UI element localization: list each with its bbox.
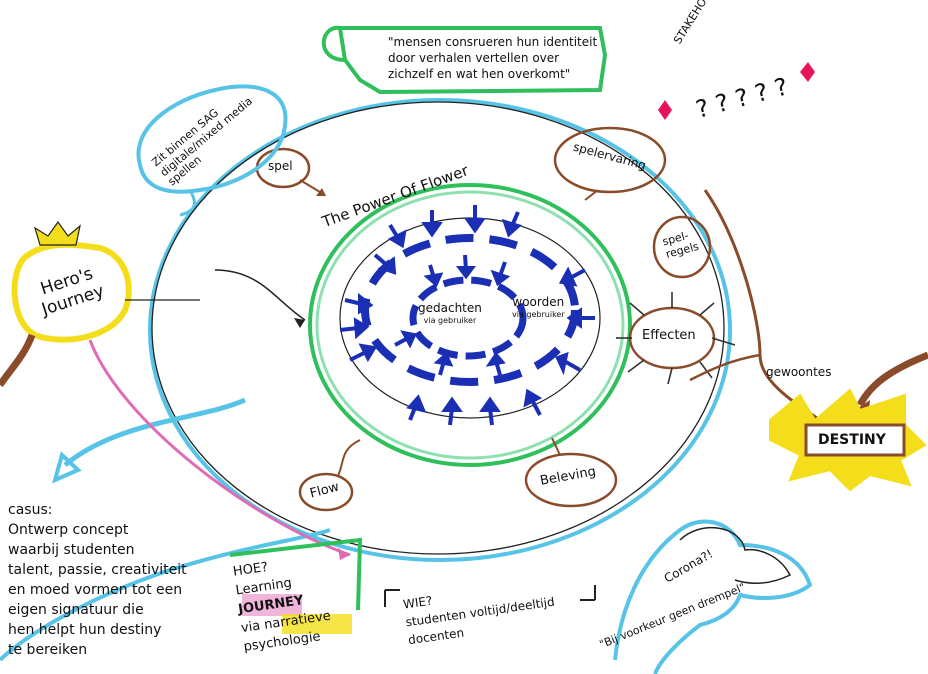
casus-line-5: eigen signatuur die <box>8 602 144 618</box>
core-left-sub: via gebruiker <box>423 315 477 325</box>
flower-green-ring <box>308 183 632 467</box>
effecten-arrows <box>616 292 736 385</box>
navy-core-ring <box>409 276 527 360</box>
spel-label: spel <box>268 159 293 173</box>
quote-line-3: zichzelf en wat hen overkomt" <box>388 67 571 81</box>
sag-cloud <box>136 84 288 194</box>
effecten-label: Effecten <box>642 328 696 343</box>
casus-line-1: Ontwerp concept <box>8 522 129 538</box>
core-left-main: gedachten <box>418 301 482 315</box>
core-right: woorden via gebruiker <box>512 295 565 319</box>
flow-bubble <box>298 472 354 512</box>
quote-box <box>337 26 608 95</box>
casus-title: casus: <box>8 502 53 518</box>
core-left: gedachten via gebruiker <box>418 301 482 325</box>
quote-line-2: door verhalen vertellen over <box>388 51 560 65</box>
outer-black-oval <box>151 101 725 555</box>
flower-mint-ring <box>315 190 625 460</box>
casus-block: casus: Ontwerp concept waarbij studenten… <box>8 500 187 660</box>
spelervaring-bubble <box>553 126 667 194</box>
gewoontes-label: gewoontes <box>766 365 832 379</box>
core-right-main: woorden <box>512 295 565 309</box>
core-right-sub: via gebruiker <box>512 309 565 319</box>
destiny-box <box>804 423 906 457</box>
destiny-pointer-arrow <box>856 351 928 407</box>
casus-line-7: te bereiken <box>8 642 88 658</box>
hoe-block: HOE? Learning JOURNEY via narratieve psy… <box>232 550 335 657</box>
spelregels-bubble <box>652 215 712 279</box>
casus-line-4: en moed vormen tot een <box>8 582 183 598</box>
crown-icon <box>33 220 81 246</box>
hoe-via: via <box>240 618 262 637</box>
inward-arrows <box>339 205 595 426</box>
destiny-label: DESTINY <box>818 432 886 448</box>
outer-blue-oval <box>148 98 732 562</box>
corona-shape <box>613 519 813 674</box>
casus-line-3: talent, passie, creativiteit <box>8 562 187 578</box>
hero-bubble <box>11 241 132 343</box>
casus-line-6: hen helpt hun destiny <box>8 622 162 638</box>
beleving-bubble <box>524 452 618 508</box>
quote-text: "mensen consrueren hun identiteit door v… <box>388 34 597 82</box>
quote-line-1: "mensen consrueren hun identiteit <box>388 35 598 49</box>
casus-line-2: waarbij studenten <box>8 542 135 558</box>
